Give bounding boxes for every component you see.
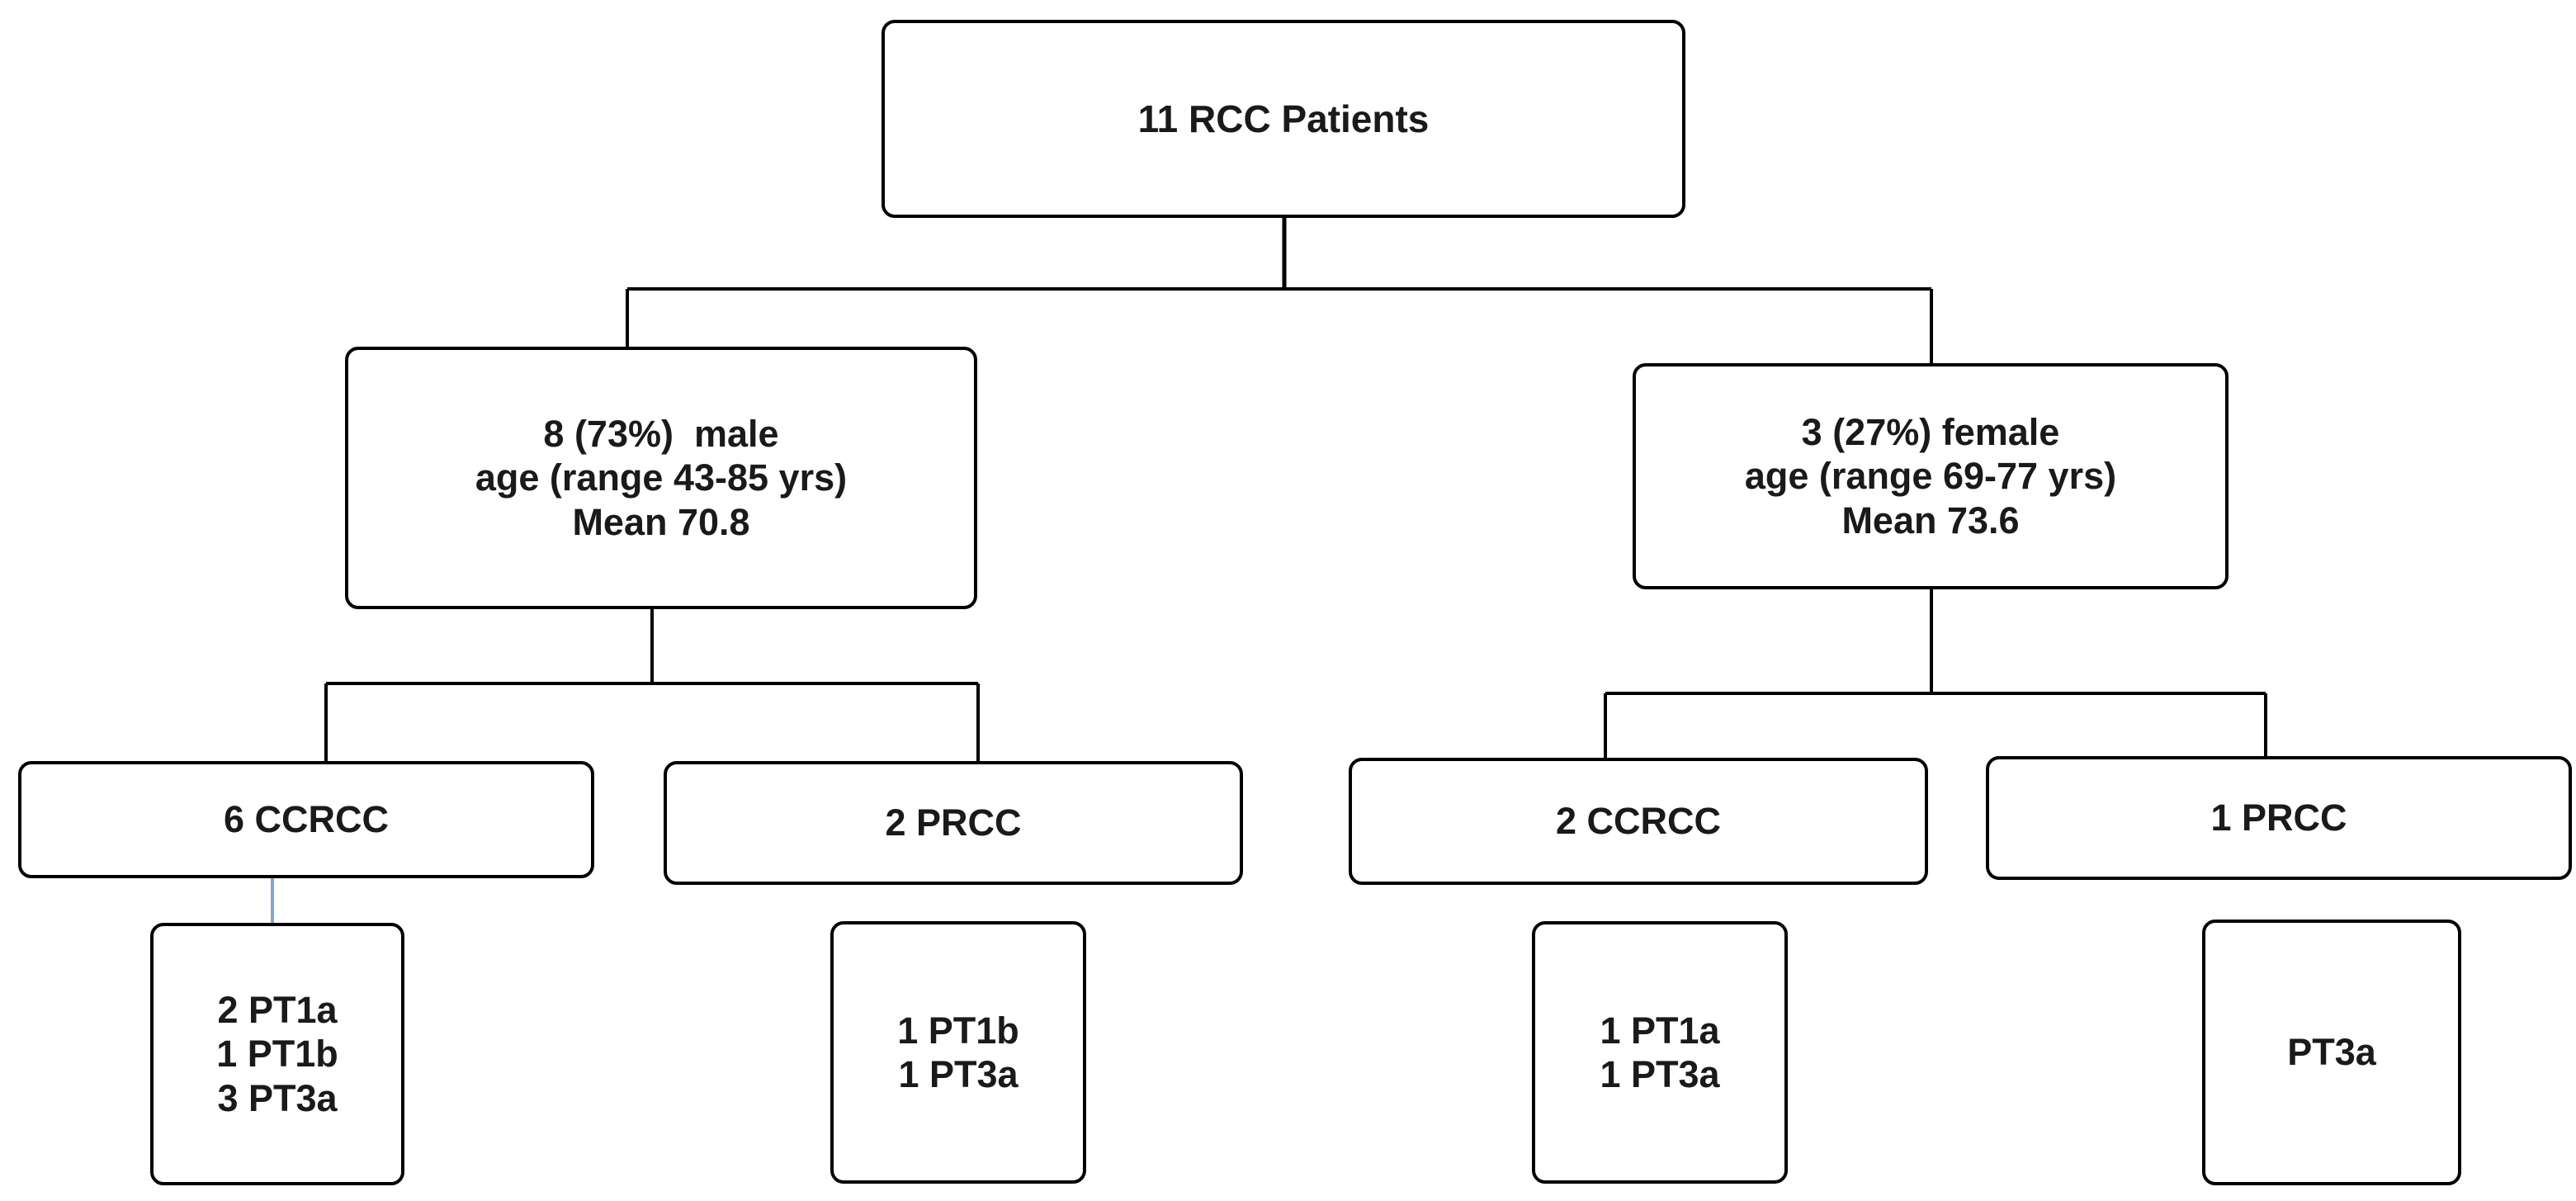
stage-line: 1 PT1a <box>1600 1009 1720 1052</box>
male-count-label: 8 (73%) male <box>543 413 779 456</box>
female-ccrcc-node: 2 CCRCC <box>1349 758 1928 885</box>
female-prcc-label: 1 PRCC <box>2210 797 2347 839</box>
male-prcc-stage-node: 1 PT1b 1 PT3a <box>830 921 1086 1184</box>
male-age-label: age (range 43-85 yrs) <box>475 456 848 499</box>
stage-line: 1 PT1b <box>897 1009 1019 1052</box>
female-age-label: age (range 69-77 yrs) <box>1744 455 2117 498</box>
male-prcc-label: 2 PRCC <box>885 801 1022 844</box>
male-ccrcc-stage-node: 2 PT1a 1 PT1b 3 PT3a <box>150 923 404 1185</box>
stage-line: 2 PT1a <box>217 989 338 1032</box>
female-ccrcc-stage-node: 1 PT1a 1 PT3a <box>1532 921 1788 1184</box>
male-mean-label: Mean 70.8 <box>572 500 750 543</box>
stage-line: 1 PT1b <box>216 1033 338 1076</box>
stage-line: 1 PT3a <box>1600 1053 1720 1095</box>
male-ccrcc-node: 6 CCRCC <box>18 761 594 878</box>
root-label: 11 RCC Patients <box>1137 97 1430 140</box>
female-node: 3 (27%) female age (range 69-77 yrs) Mea… <box>1633 363 2229 589</box>
male-node: 8 (73%) male age (range 43-85 yrs) Mean … <box>345 347 977 609</box>
male-ccrcc-label: 6 CCRCC <box>223 798 390 841</box>
connector-gender-split <box>626 287 1933 363</box>
male-prcc-node: 2 PRCC <box>664 761 1243 885</box>
stage-line: 1 PT3a <box>898 1053 1019 1095</box>
female-prcc-node: 1 PRCC <box>1986 756 2572 880</box>
connector-male-split <box>324 608 980 764</box>
female-count-label: 3 (27%) female <box>1801 411 2060 454</box>
female-prcc-stage-node: PT3a <box>2202 920 2461 1185</box>
connector-female-split <box>1604 588 2267 758</box>
stage-line: 3 PT3a <box>217 1076 338 1119</box>
female-mean-label: Mean 73.6 <box>1841 499 2020 541</box>
stage-line: PT3a <box>2287 1031 2376 1074</box>
root-node: 11 RCC Patients <box>882 20 1685 218</box>
female-ccrcc-label: 2 CCRCC <box>1555 800 1722 843</box>
